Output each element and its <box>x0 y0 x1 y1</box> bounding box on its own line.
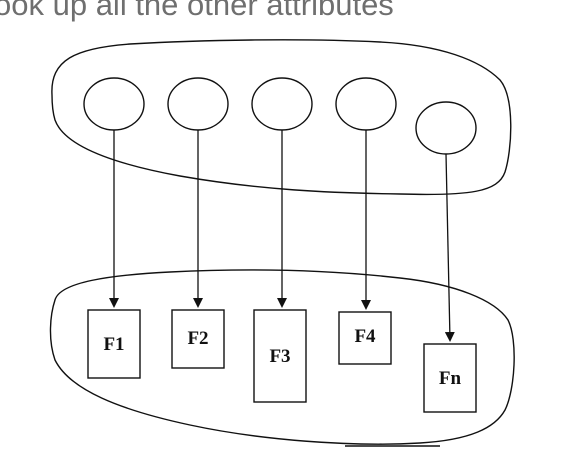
attribute-circle-1 <box>83 77 145 131</box>
attribute-circles <box>83 77 477 155</box>
slide-caption: ook up all the other attributes <box>0 0 394 22</box>
function-box-f3: F3 <box>253 309 307 403</box>
function-label-f2: F2 <box>187 328 208 349</box>
function-box-f2: F2 <box>171 309 225 369</box>
arrow-5 <box>444 153 455 342</box>
bottom-enclosure-blob <box>49 269 515 445</box>
top-enclosure-blob <box>51 39 512 196</box>
function-label-f4: F4 <box>354 326 376 347</box>
dependency-arrows <box>109 130 455 342</box>
function-label-f1: F1 <box>103 334 124 355</box>
function-box-fn: Fn <box>423 343 477 413</box>
function-label-f3: F3 <box>269 346 290 367</box>
attribute-circle-3 <box>251 77 313 131</box>
function-label-fn: Fn <box>439 368 462 389</box>
attribute-circle-2 <box>167 77 229 131</box>
attribute-circle-5 <box>415 101 477 155</box>
function-boxes: F1 F2 F3 F4 Fn <box>87 309 477 413</box>
function-box-f4: F4 <box>338 311 392 365</box>
attribute-circle-4 <box>335 77 397 131</box>
function-box-f1: F1 <box>87 309 141 379</box>
